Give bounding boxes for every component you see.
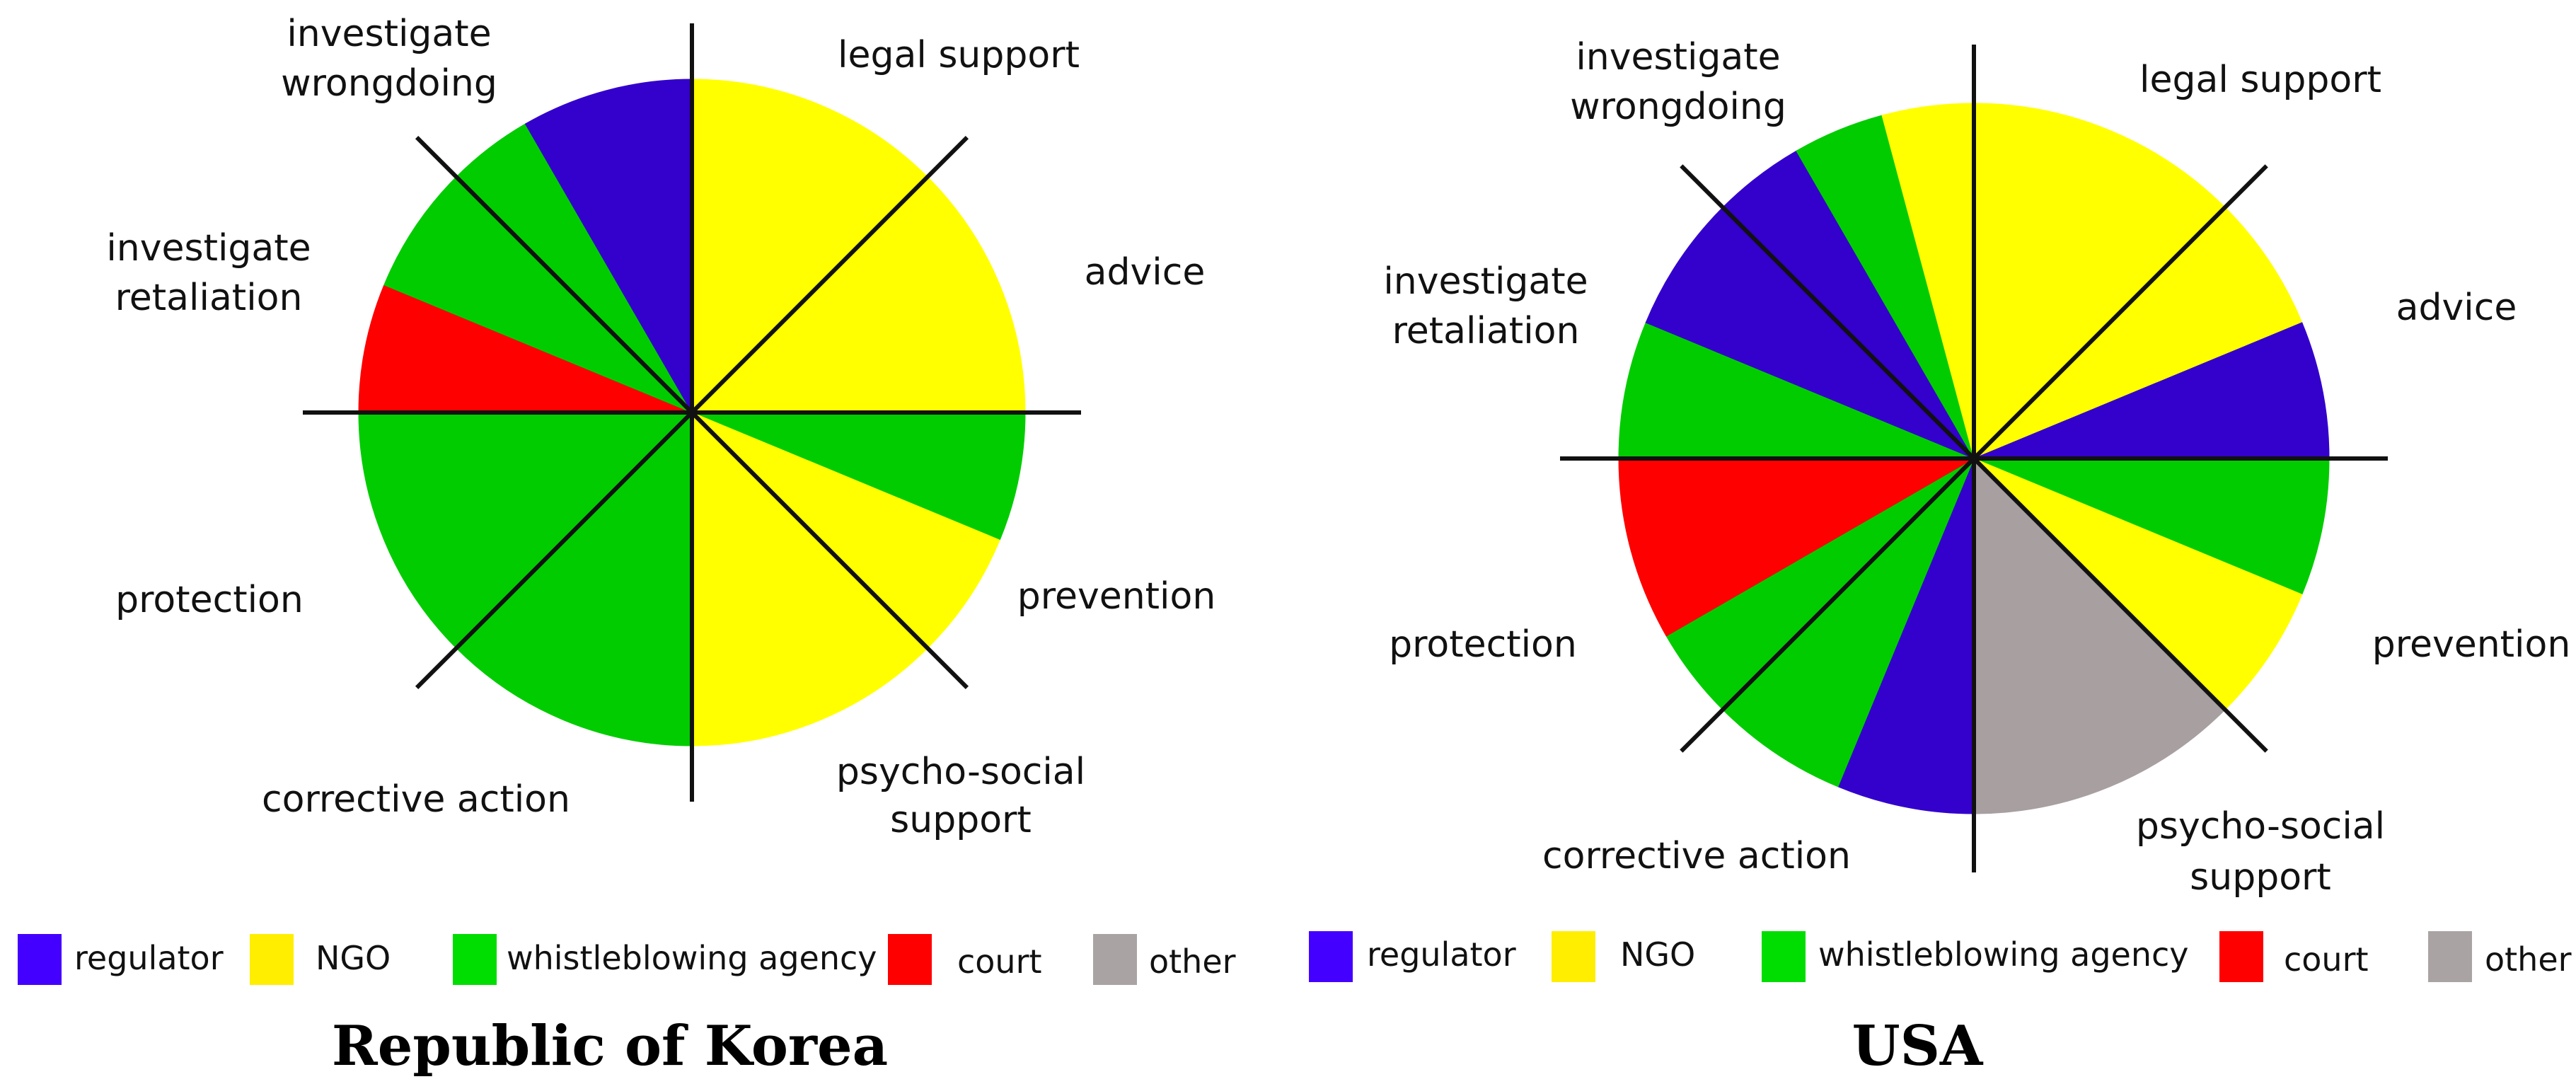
segment-label-investigate-wrongdoing: investigate wrongdoing [281, 13, 497, 105]
legend-swatch-other [2428, 931, 2472, 982]
chart-korea: legal support advice prevention psycho-s… [18, 13, 1236, 1078]
pie-slice-investigate-retaliation-whistleblowing-agency [1618, 322, 1975, 459]
segment-label-line-1: investigate [287, 13, 491, 55]
legend-swatch-other [1093, 934, 1137, 985]
segment-label-prevention: prevention [2372, 623, 2571, 666]
segment-label-line-2: wrongdoing [281, 62, 497, 105]
legend-label-regulator: regulator [1367, 935, 1516, 974]
pie-slices-korea [358, 79, 1026, 746]
segment-label-line-1: investigate [106, 227, 311, 270]
pie-slice-advice-ngo [691, 176, 1026, 413]
legend-label-court: court [2284, 940, 2369, 979]
pie-slice-corrective-action-regulator [1837, 458, 1975, 814]
segment-label-line-1: investigate [1576, 36, 1780, 79]
legend-label-other: other [2485, 940, 2572, 979]
segment-label-legal-support: legal support [838, 34, 1080, 76]
segment-label-protection: protection [115, 579, 304, 621]
segment-label-line-2: retaliation [1392, 310, 1580, 352]
legend-swatch-court [888, 934, 932, 985]
pie-slice-investigate-retaliation-court [358, 284, 693, 413]
legend-label-whistleblowing-agency: whistleblowing agency [507, 939, 877, 977]
pie-slice-corrective-action-whistleblowing-agency [456, 411, 693, 746]
segment-label-line-2: support [2190, 856, 2331, 899]
segment-label-psycho-social-support: psycho-social support [2136, 805, 2385, 899]
legend-swatch-whistleblowing-agency [1762, 931, 1806, 982]
pie-slice-prevention-whistleblowing-agency [1973, 458, 2330, 595]
pie-slice-advice-ngo [1973, 207, 2303, 459]
pie-slice-investigate-wrongdoing-regulator [524, 79, 693, 414]
segment-label-line-1: psycho-social [836, 751, 1085, 793]
segment-label-advice: advice [1085, 251, 1206, 294]
pie-slice-advice-regulator [1973, 322, 2330, 459]
segment-label-line-1: investigate [1383, 260, 1588, 303]
legend-label-ngo: NGO [1620, 935, 1695, 974]
pie-slice-protection-court [1618, 458, 1975, 637]
legend-swatch-ngo [250, 934, 294, 985]
pie-slice-prevention-whistleblowing-agency [691, 412, 1026, 541]
segment-label-psycho-social-support: psycho-social support [836, 751, 1085, 841]
legend-swatch-regulator [18, 934, 62, 985]
segment-label-corrective-action: corrective action [1542, 835, 1851, 877]
pie-slices-usa [1618, 103, 2330, 814]
legend-label-other: other [1149, 942, 1236, 981]
pie-slice-legal-support-ngo [691, 79, 928, 414]
segment-label-line-2: support [890, 799, 1032, 841]
segment-label-line-2: wrongdoing [1570, 86, 1786, 128]
segment-label-legal-support: legal support [2139, 59, 2381, 101]
legend-swatch-court [2219, 931, 2263, 982]
legend-swatch-whistleblowing-agency [453, 934, 497, 985]
pie-axes-usa [1560, 45, 2388, 872]
segment-label-prevention: prevention [1017, 575, 1216, 618]
segment-label-investigate-retaliation: investigate retaliation [1383, 260, 1588, 352]
segment-label-investigate-wrongdoing: investigate wrongdoing [1570, 36, 1786, 128]
segment-label-line-2: retaliation [115, 277, 303, 319]
chart-title-usa: USA [1852, 1014, 1984, 1078]
pie-slice-investigate-retaliation-regulator [1645, 207, 1975, 459]
legend-label-whistleblowing-agency: whistleblowing agency [1818, 935, 2189, 974]
segment-label-protection: protection [1389, 623, 1577, 666]
pie-slice-psycho-social-support-other [1973, 457, 2226, 814]
pie-slice-legal-support-ngo [1973, 103, 2226, 460]
sector-divider-line [1680, 164, 2268, 753]
legend-swatch-regulator [1309, 931, 1353, 982]
pie-slice-prevention-ngo [1973, 458, 2303, 710]
legend-label-ngo: NGO [316, 939, 391, 977]
segment-label-corrective-action: corrective action [262, 778, 570, 821]
chart-usa: legal support advice prevention psycho-s… [1309, 36, 2572, 1078]
pie-slice-psycho-social-support-ngo [691, 411, 928, 746]
sector-divider-line [415, 135, 969, 690]
legend-usa: regulator NGO whistleblowing agency cour… [1309, 931, 2572, 982]
pie-slice-protection-whistleblowing-agency [358, 412, 693, 649]
segment-label-advice: advice [2396, 287, 2517, 329]
segment-label-line-1: psycho-social [2136, 805, 2385, 848]
pie-slice-corrective-action-whistleblowing-agency [1722, 458, 1975, 788]
legend-label-regulator: regulator [74, 939, 224, 977]
pie-slice-investigate-retaliation-whistleblowing-agency [383, 176, 693, 413]
legend-swatch-ngo [1552, 931, 1595, 982]
legend-korea: regulator NGO whistleblowing agency cour… [18, 934, 1236, 985]
legend-label-court: court [957, 942, 1042, 981]
segment-label-investigate-retaliation: investigate retaliation [106, 227, 311, 319]
chart-title-korea: Republic of Korea [332, 1014, 888, 1078]
pie-slice-prevention-ngo [691, 412, 1000, 649]
pie-axes-korea [303, 23, 1081, 802]
